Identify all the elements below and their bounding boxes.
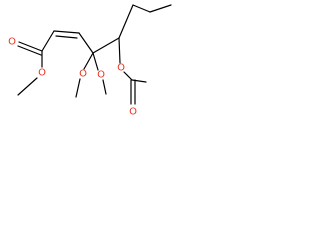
bond-ome2-methyl bbox=[102, 79, 107, 95]
molecule-drawing: O O O O O O bbox=[8, 4, 172, 118]
bond-ester-co-a bbox=[18, 41, 43, 52]
bond-acetoxy-o-c bbox=[123, 71, 133, 81]
bond-propyl-2 bbox=[132, 4, 151, 13]
bond-vinyl-double-a bbox=[53, 30, 80, 34]
bond-ester-co-b bbox=[17, 45, 42, 56]
bond-ome1-methyl bbox=[75, 78, 81, 98]
atom-o-methoxy-2: O bbox=[97, 70, 105, 81]
bond-ch-acetoxy-o bbox=[118, 37, 121, 64]
atom-o-ester-single: O bbox=[38, 68, 46, 79]
bond-quat-ome2 bbox=[92, 52, 99, 71]
bond-vinyl-double-b bbox=[55, 35, 78, 39]
atom-o-acetoxy-carbonyl: O bbox=[129, 107, 137, 118]
structure-canvas: O O O O O O bbox=[0, 0, 189, 128]
bond-quat-vinyl bbox=[78, 32, 94, 54]
bond-ch-quaternary bbox=[92, 37, 120, 54]
atom-o-methoxy-1: O bbox=[79, 69, 87, 80]
bond-propyl-1 bbox=[149, 4, 172, 13]
bond-vinyl-ester-c bbox=[41, 30, 55, 52]
atom-o-ester-carbonyl: O bbox=[8, 37, 16, 48]
bond-propyl-3 bbox=[118, 4, 134, 39]
atom-o-acetoxy-single: O bbox=[117, 63, 125, 74]
bond-ester-o-methyl bbox=[17, 77, 38, 96]
bond-quat-ome1 bbox=[83, 52, 94, 70]
bond-acetoxy-methyl bbox=[131, 79, 147, 83]
